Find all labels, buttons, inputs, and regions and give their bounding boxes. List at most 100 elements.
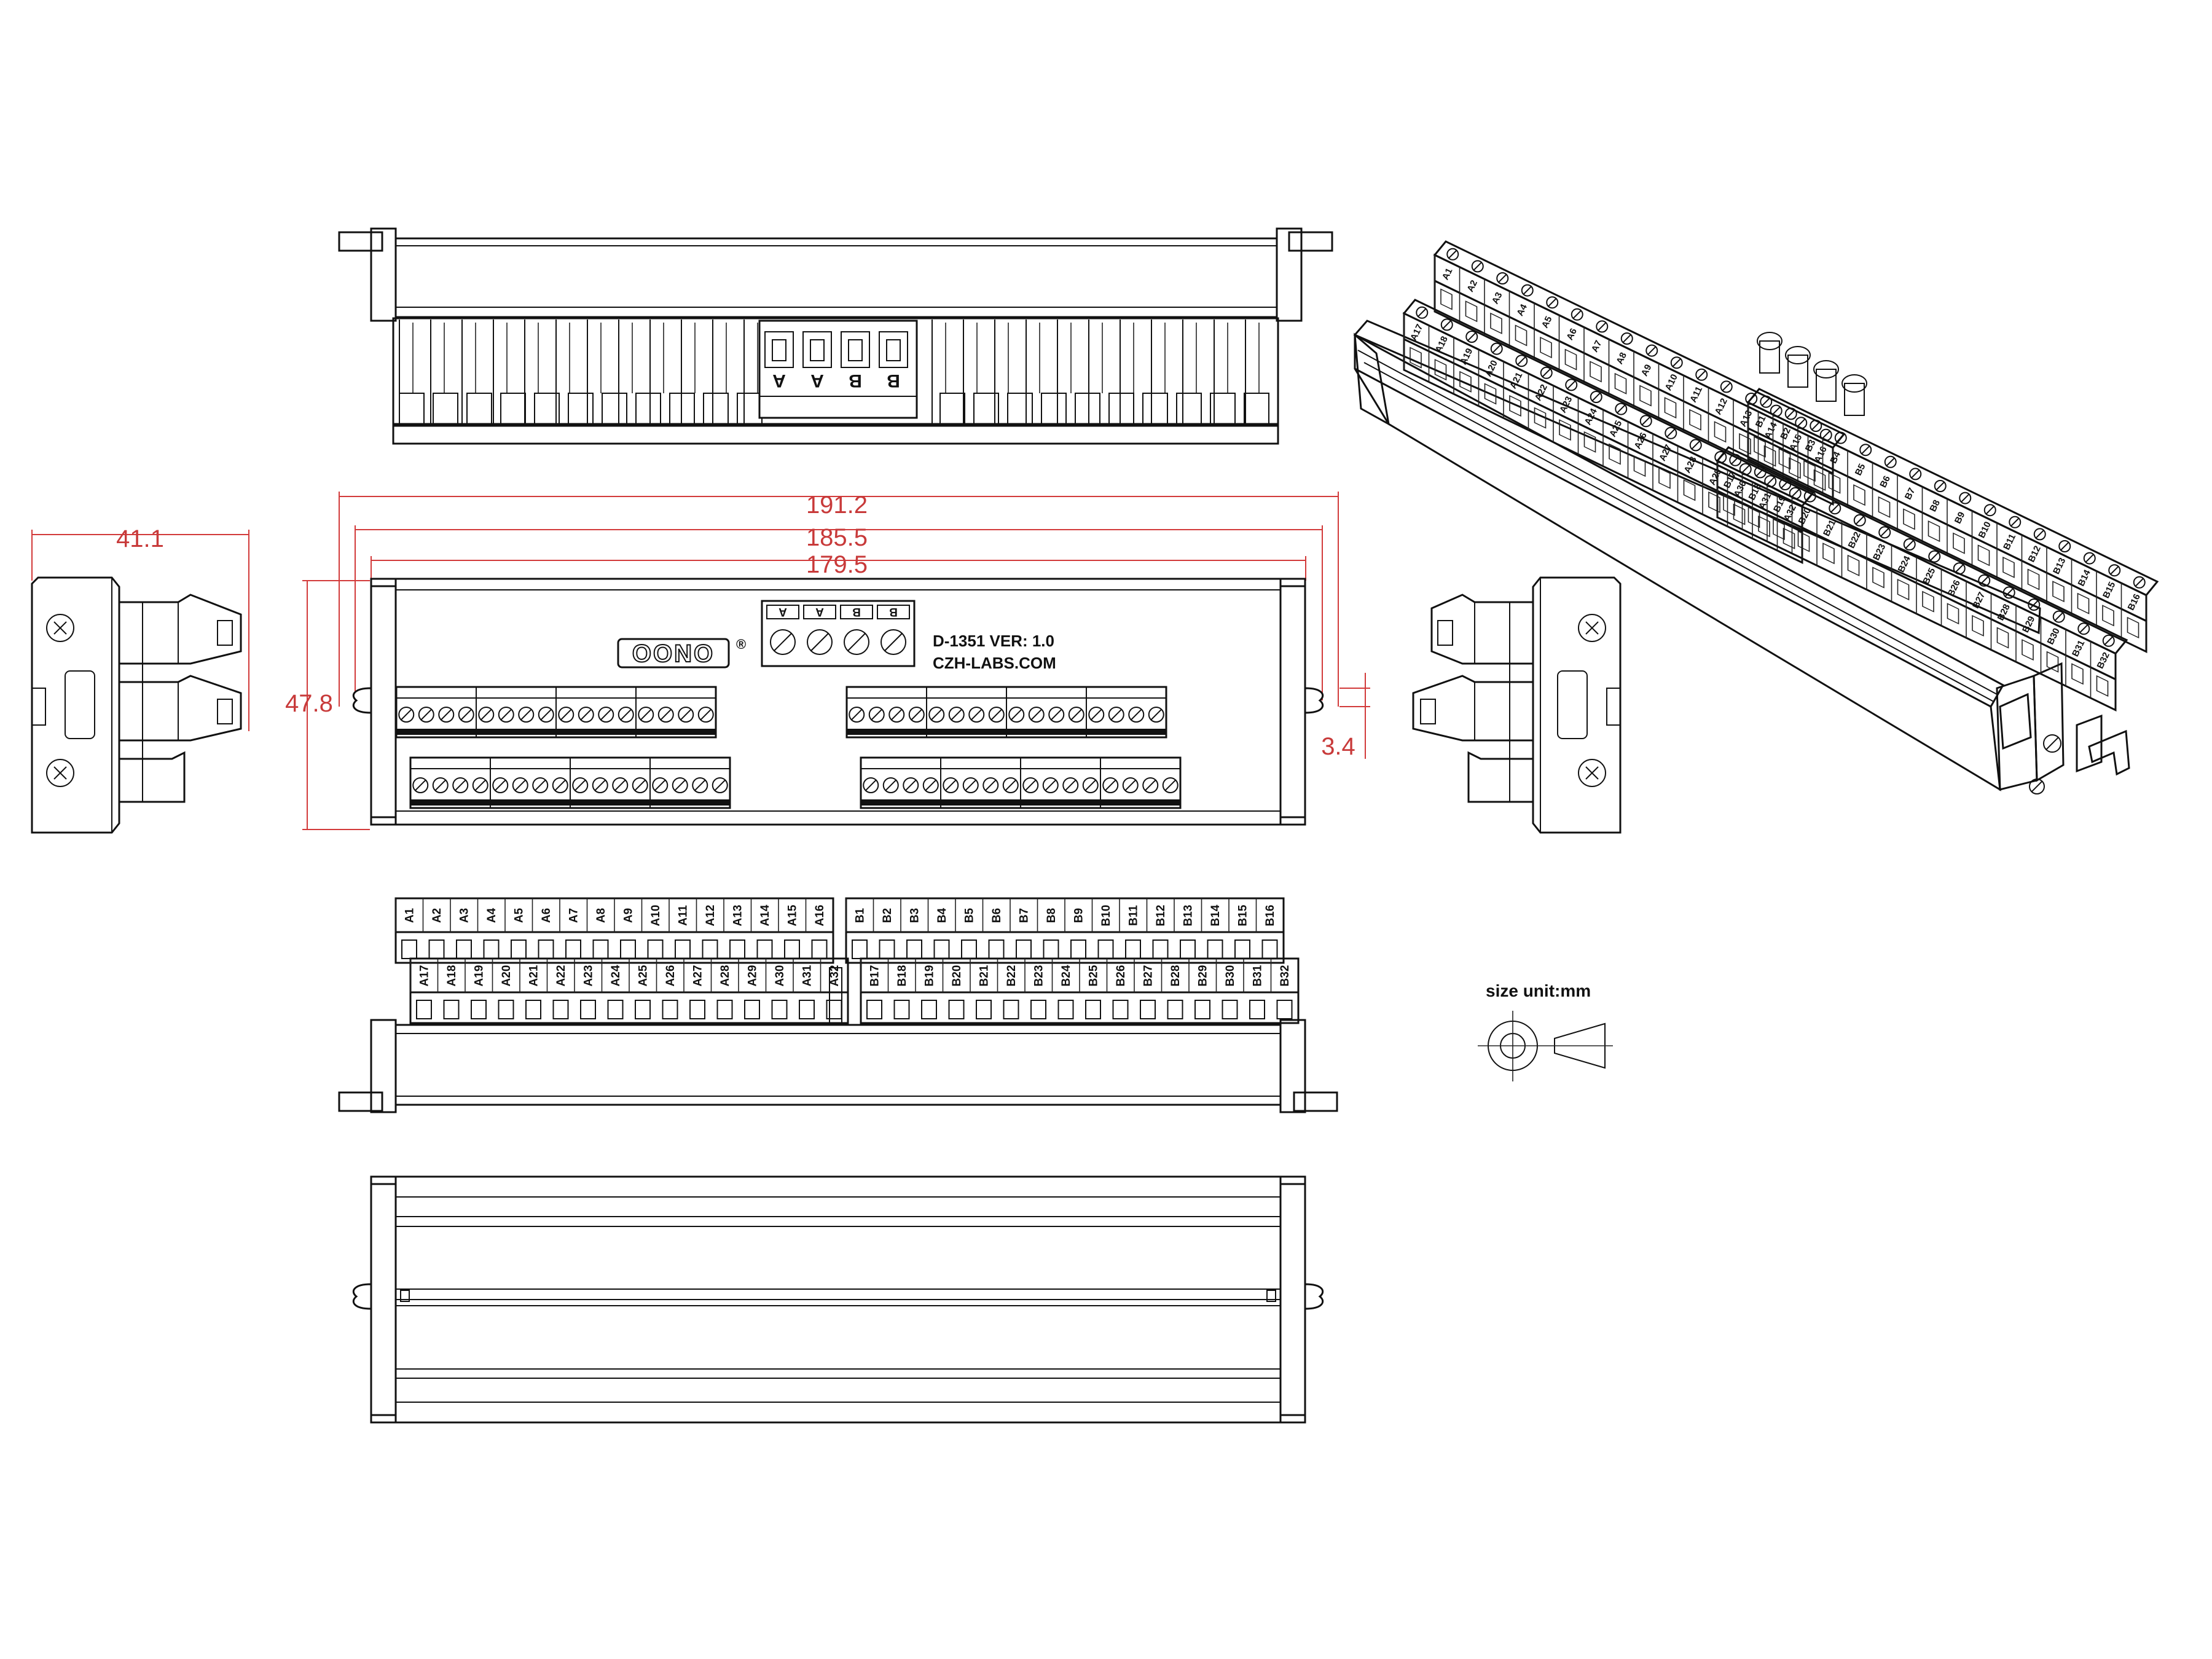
iso-terminal-label: A2 (1465, 278, 1480, 294)
iso-screw (1689, 439, 1702, 452)
wire-entry (933, 939, 950, 959)
terminal-screw (863, 777, 879, 793)
screw-slot (1448, 249, 1457, 259)
iso-wire-entry (1758, 516, 1770, 538)
wire-entry (525, 1000, 541, 1019)
iso-terminal-label: A1 (1440, 267, 1455, 282)
iso-wire-entry (1763, 445, 1776, 467)
iso-wire-entry (1534, 407, 1547, 429)
iso-terminal-label: A12 (1713, 397, 1730, 417)
iso-wire-entry (1639, 385, 1652, 407)
screw-slot (911, 708, 922, 721)
bus-socket-inner (772, 339, 786, 361)
iso-bus-screw (1785, 346, 1811, 364)
wire-entry (1194, 1000, 1210, 1019)
bus-terminal-header (803, 605, 836, 619)
iso-wire-entry (1822, 543, 1835, 565)
terminal-label: B13 (1182, 905, 1194, 927)
screw-slot (1045, 779, 1056, 791)
iso-wire-entry (1723, 494, 1735, 516)
iso-wire-entry (1559, 419, 1571, 441)
wire-entry (702, 939, 718, 959)
terminal-fins (399, 320, 1269, 425)
terminal-screw (672, 777, 688, 793)
screw-slot (600, 708, 612, 721)
terminal-screw (868, 707, 885, 723)
iso-wire-entry (1714, 421, 1727, 443)
terminal-label: B17 (868, 965, 881, 987)
iso-screw (1878, 526, 1891, 539)
iso-wire-entry (1953, 532, 1965, 554)
screw-slot (1980, 576, 1989, 585)
screw-slot (931, 708, 943, 721)
terminal-screw (438, 707, 455, 723)
screw-slot (401, 708, 412, 721)
iso-wire-entry (1459, 371, 1472, 393)
wire-entry (729, 939, 745, 959)
terminal-label: B1 (853, 908, 866, 923)
terminal-screw (578, 707, 594, 723)
terminal-label: B5 (963, 908, 976, 923)
terminal-label: B15 (1236, 904, 1249, 926)
bus-socket (879, 331, 908, 368)
terminal-label: A31 (801, 965, 814, 986)
terminal-label: B8 (1045, 908, 1058, 923)
screw-slot (1622, 334, 1631, 343)
bottom-rail-view (352, 1175, 1324, 1424)
terminal-label: A23 (582, 965, 595, 987)
fin-tab (399, 393, 425, 425)
screw-slot (500, 708, 512, 721)
iso-wire-entry (1789, 457, 1801, 479)
terminal-screw (418, 707, 434, 723)
iso-screw (1590, 391, 1602, 403)
iso-screw (1934, 480, 1947, 492)
iso-wire-entry (1609, 443, 1621, 465)
iso-wire-entry (1828, 472, 1841, 494)
wire-entry (1016, 939, 1032, 959)
iso-bus-post (1816, 369, 1837, 402)
iso-terminal-label: B30 (2045, 627, 2062, 646)
terminal-label: B19 (923, 965, 936, 987)
screw-slot (1880, 528, 1889, 537)
website-label: CZH-LABS.COM (933, 654, 1056, 672)
screw-slot (1691, 441, 1700, 450)
terminal-screw (1028, 707, 1045, 723)
iso-screw (1784, 407, 1797, 420)
terminal-label: B23 (1032, 965, 1045, 987)
wire-entry (1085, 1000, 1101, 1019)
wire-entry (1276, 1000, 1293, 1019)
iso-wire-entry (1783, 527, 1795, 549)
iso-wire-entry (1515, 324, 1528, 347)
screw-slot (1741, 465, 1750, 474)
iso-screw (1853, 514, 1866, 527)
iso-wire-entry (1583, 431, 1596, 453)
wire-entry (1207, 939, 1223, 959)
screw-slot (2110, 566, 2119, 575)
terminal-label: B11 (1127, 905, 1140, 926)
screw-slot (514, 779, 526, 791)
fin-tab (602, 393, 627, 425)
terminal-label: B29 (1196, 965, 1209, 987)
screw-slot (847, 633, 866, 651)
wire-entry (1140, 1000, 1156, 1019)
terminal-label: B26 (1115, 965, 1128, 987)
screw-slot (1930, 552, 1939, 561)
terminal-label: B18 (896, 965, 909, 987)
screw-slot (2010, 517, 2020, 527)
fin-tab (737, 393, 763, 425)
iso-screw (1779, 478, 1792, 490)
screw-slot (1786, 409, 1795, 418)
terminal-screw (572, 777, 589, 793)
iso-bus-screw (1813, 360, 1839, 378)
iso-wire-entry (2027, 568, 2040, 590)
screw-slot (1955, 564, 1964, 573)
wire-entry (852, 939, 868, 959)
iso-bus-post (1787, 355, 1808, 388)
iso-a-upper-top-face (1433, 240, 1846, 449)
screw-slot (1492, 344, 1501, 353)
terminal-screw (962, 777, 979, 793)
iso-terminal-label: B24 (1896, 554, 1913, 575)
iso-screw (1859, 444, 1872, 457)
terminal-screw (1142, 777, 1159, 793)
